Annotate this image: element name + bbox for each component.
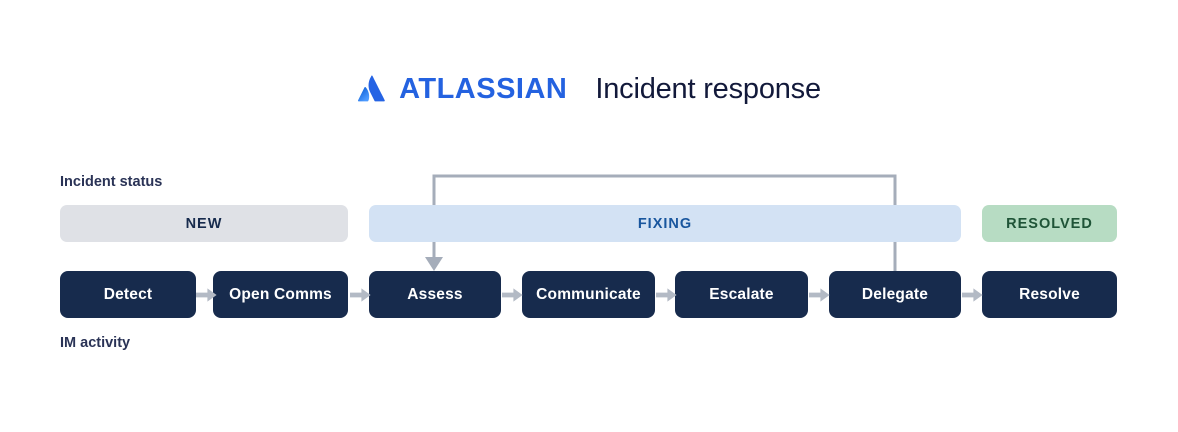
arrow-right-icon [196,288,217,302]
im-activity-row-label: IM activity [60,335,131,351]
arrow-right-icon [962,288,983,302]
activity-box-resolve[interactable]: Resolve [982,271,1117,318]
activity-box-label: Delegate [861,285,929,303]
activity-box-assess[interactable]: Assess [369,271,501,318]
arrow-right-icon [809,288,830,302]
activity-box-label: Resolve [1019,285,1080,303]
activity-box-label: Communicate [536,285,641,303]
page-title: Incident response [595,72,821,105]
status-badge-fixing[interactable]: FIXING [369,205,961,242]
arrow-right-icon [350,288,371,302]
atlassian-logo-icon [357,74,387,104]
status-badge-new[interactable]: NEW [60,205,348,242]
brand-name: ATLASSIAN [399,72,568,105]
arrow-right-icon [656,288,677,302]
status-badge-label: NEW [185,215,223,232]
activity-box-delegate[interactable]: Delegate [829,271,961,318]
activity-box-label: Detect [103,285,153,303]
status-badge-label: FIXING [637,215,693,232]
activity-box-communicate[interactable]: Communicate [522,271,655,318]
activity-box-escalate[interactable]: Escalate [675,271,808,318]
activity-box-label: Open Comms [229,285,332,303]
incident-status-row-label: Incident status [60,174,163,190]
page-header: ATLASSIAN Incident response [0,66,1178,112]
status-badge-resolved[interactable]: RESOLVED [982,205,1117,242]
arrow-right-icon [502,288,523,302]
status-badge-label: RESOLVED [1006,215,1093,232]
activity-box-detect[interactable]: Detect [60,271,196,318]
activity-box-open-comms[interactable]: Open Comms [213,271,348,318]
activity-box-label: Assess [407,285,463,303]
activity-box-label: Escalate [709,285,774,303]
atlassian-brand: ATLASSIAN [357,74,567,104]
